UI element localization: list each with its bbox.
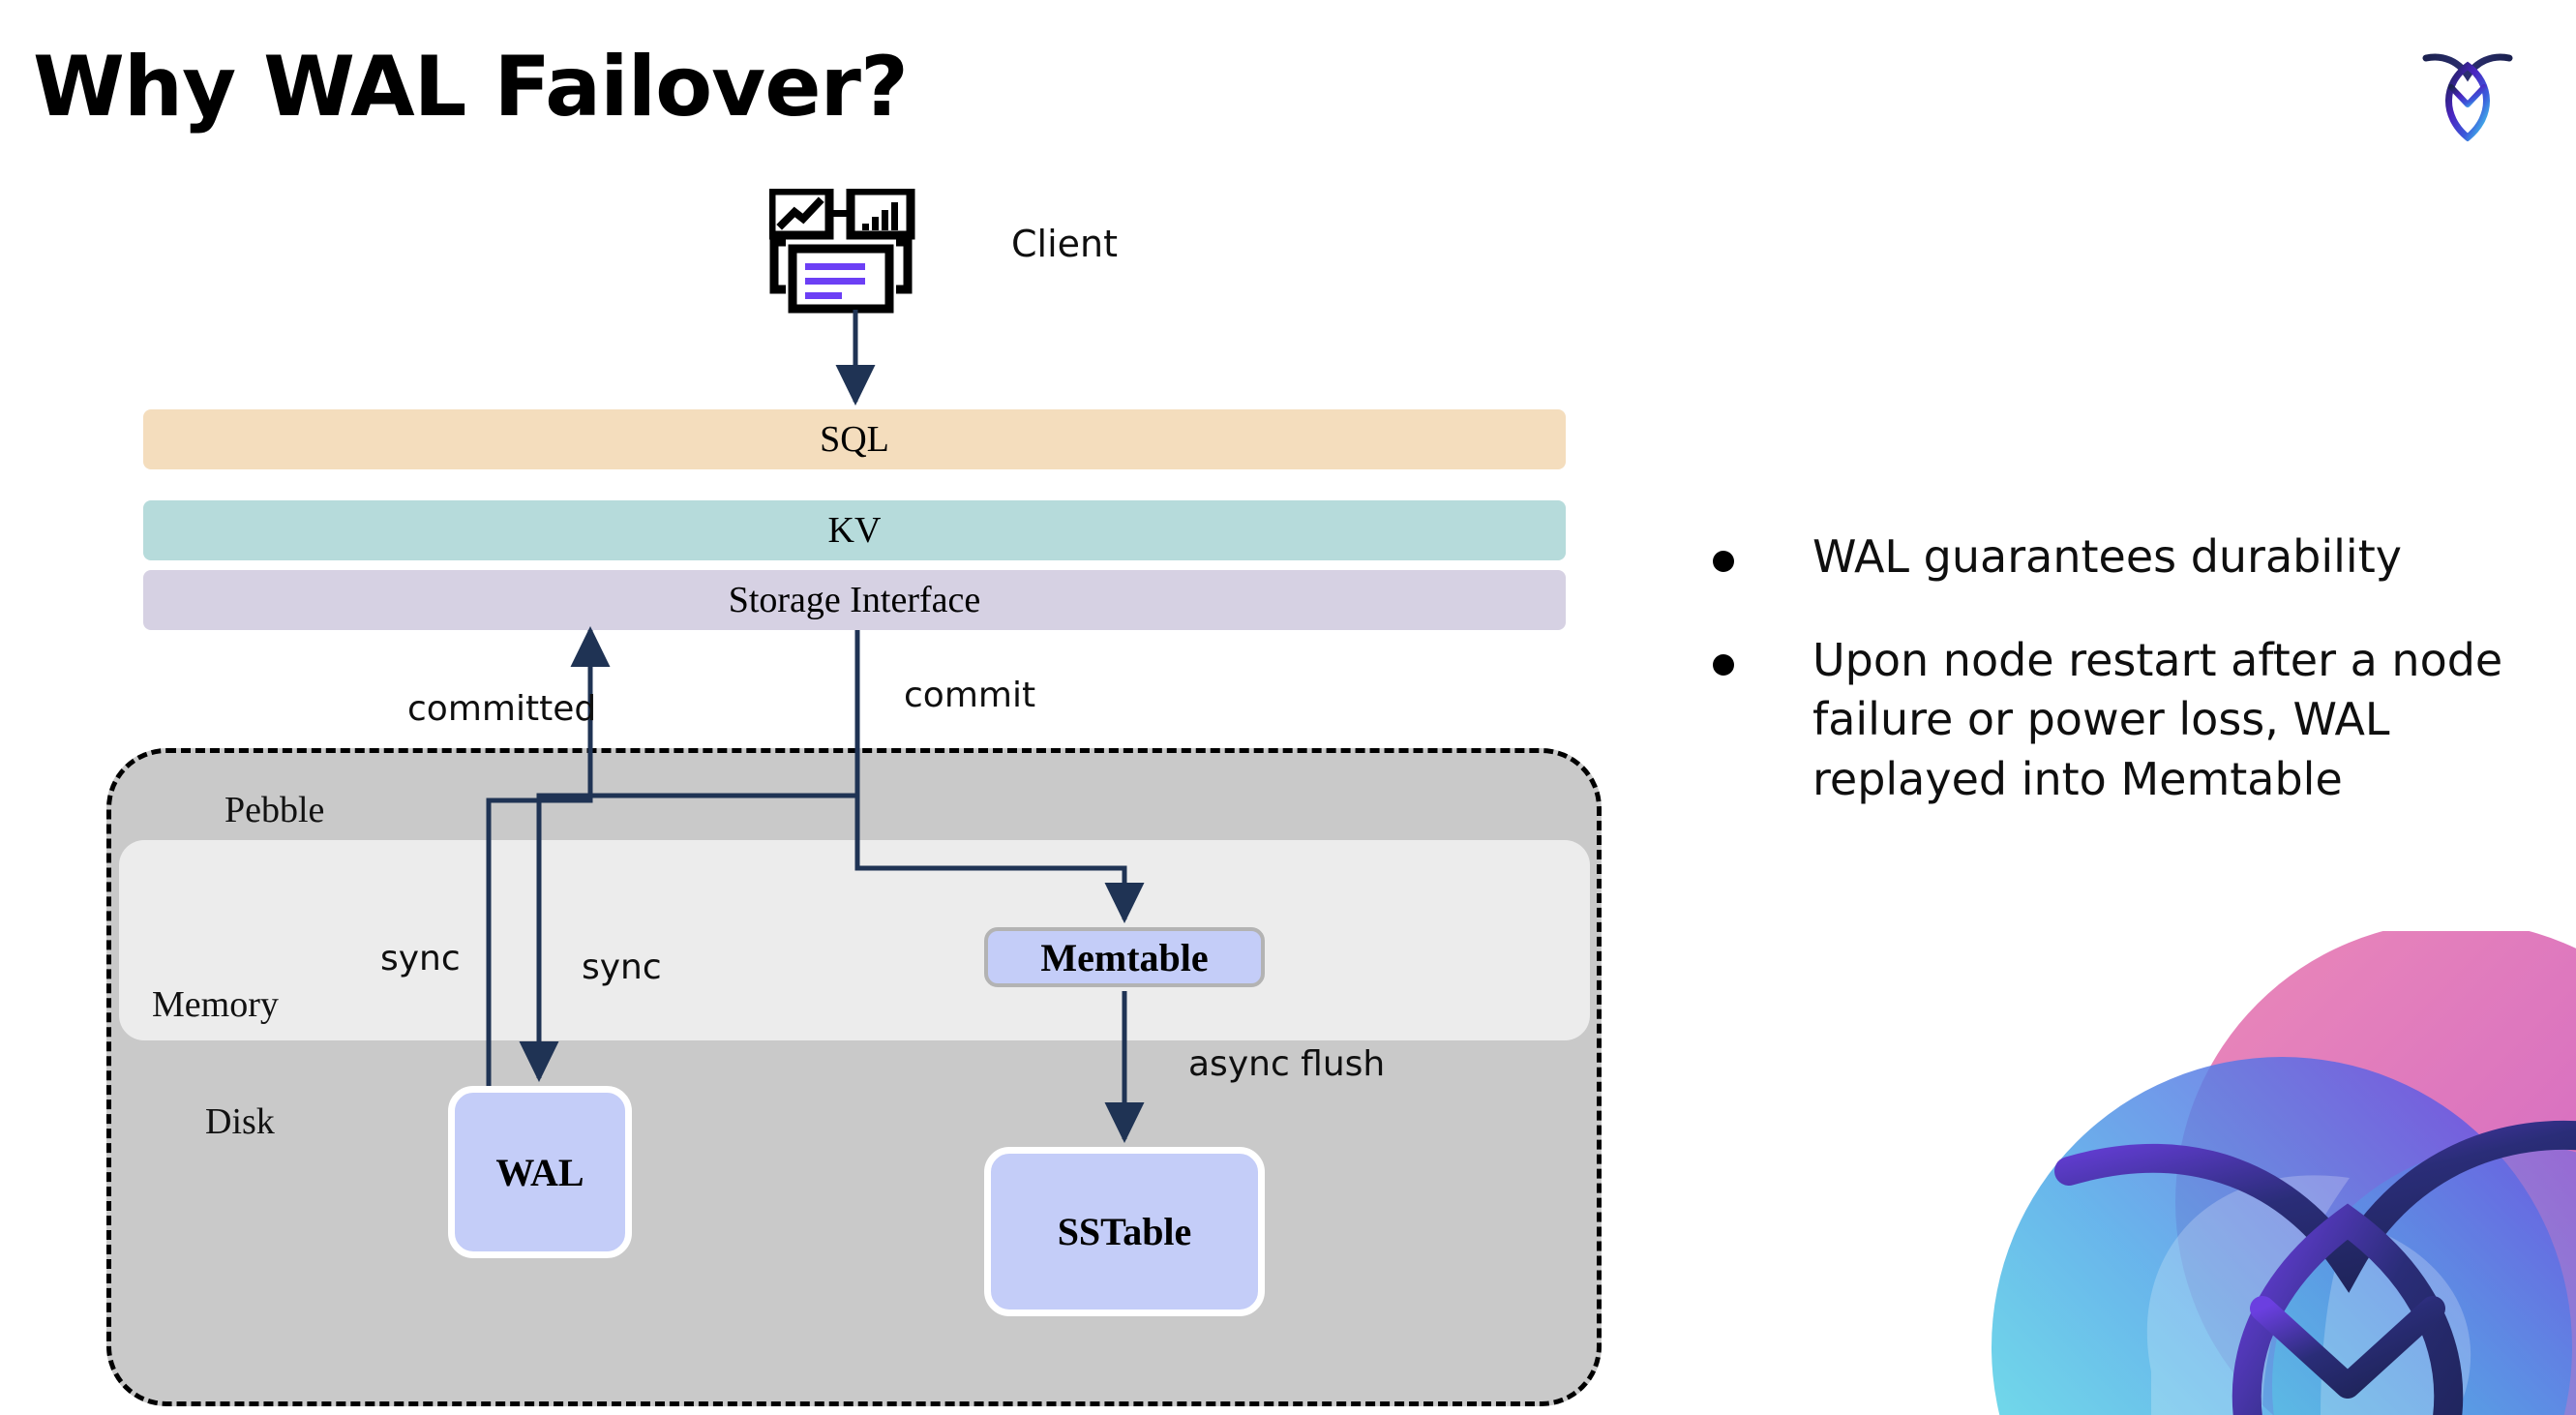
memory-label: Memory [152, 984, 279, 1025]
page-title: Why WAL Failover? [33, 39, 909, 135]
list-item: WAL guarantees durability [1713, 527, 2526, 587]
bullet-dot-icon [1713, 654, 1734, 677]
disk-label: Disk [205, 1101, 275, 1142]
edge-label-commit: commit [904, 676, 1036, 715]
bullet-list: WAL guarantees durability Upon node rest… [1713, 527, 2526, 854]
list-item: Upon node restart after a node failure o… [1713, 631, 2526, 809]
pebble-label: Pebble [225, 790, 325, 830]
cockroach-leaf-logo-icon [2414, 37, 2521, 142]
stack-layer-storage-interface-label: Storage Interface [728, 580, 981, 620]
memory-region [119, 840, 1590, 1040]
bullet-text: Upon node restart after a node failure o… [1812, 634, 2503, 805]
edge-label-committed: committed [407, 689, 597, 729]
stack-layer-kv: KV [143, 500, 1566, 560]
client-label: Client [1011, 223, 1119, 265]
node-sstable-label: SSTable [1057, 1210, 1192, 1253]
node-wal: WAL [448, 1086, 632, 1258]
edge-label-async-flush: async flush [1188, 1044, 1386, 1084]
edge-label-sync-left: sync [380, 939, 461, 978]
stack-layer-sql: SQL [143, 409, 1566, 469]
client-dashboard-icon [766, 186, 924, 315]
corner-circles-graphic [1972, 931, 2576, 1415]
bullet-dot-icon [1713, 551, 1734, 572]
stack-layer-storage-interface: Storage Interface [143, 570, 1566, 630]
node-memtable-label: Memtable [1040, 935, 1209, 979]
node-sstable: SSTable [984, 1147, 1265, 1316]
node-wal-label: WAL [495, 1150, 584, 1194]
stack-layer-kv-label: KV [827, 510, 882, 551]
bullet-text: WAL guarantees durability [1812, 530, 2402, 583]
node-memtable: Memtable [984, 927, 1265, 987]
stack-layer-sql-label: SQL [820, 419, 889, 460]
edge-label-sync-right: sync [582, 948, 662, 987]
